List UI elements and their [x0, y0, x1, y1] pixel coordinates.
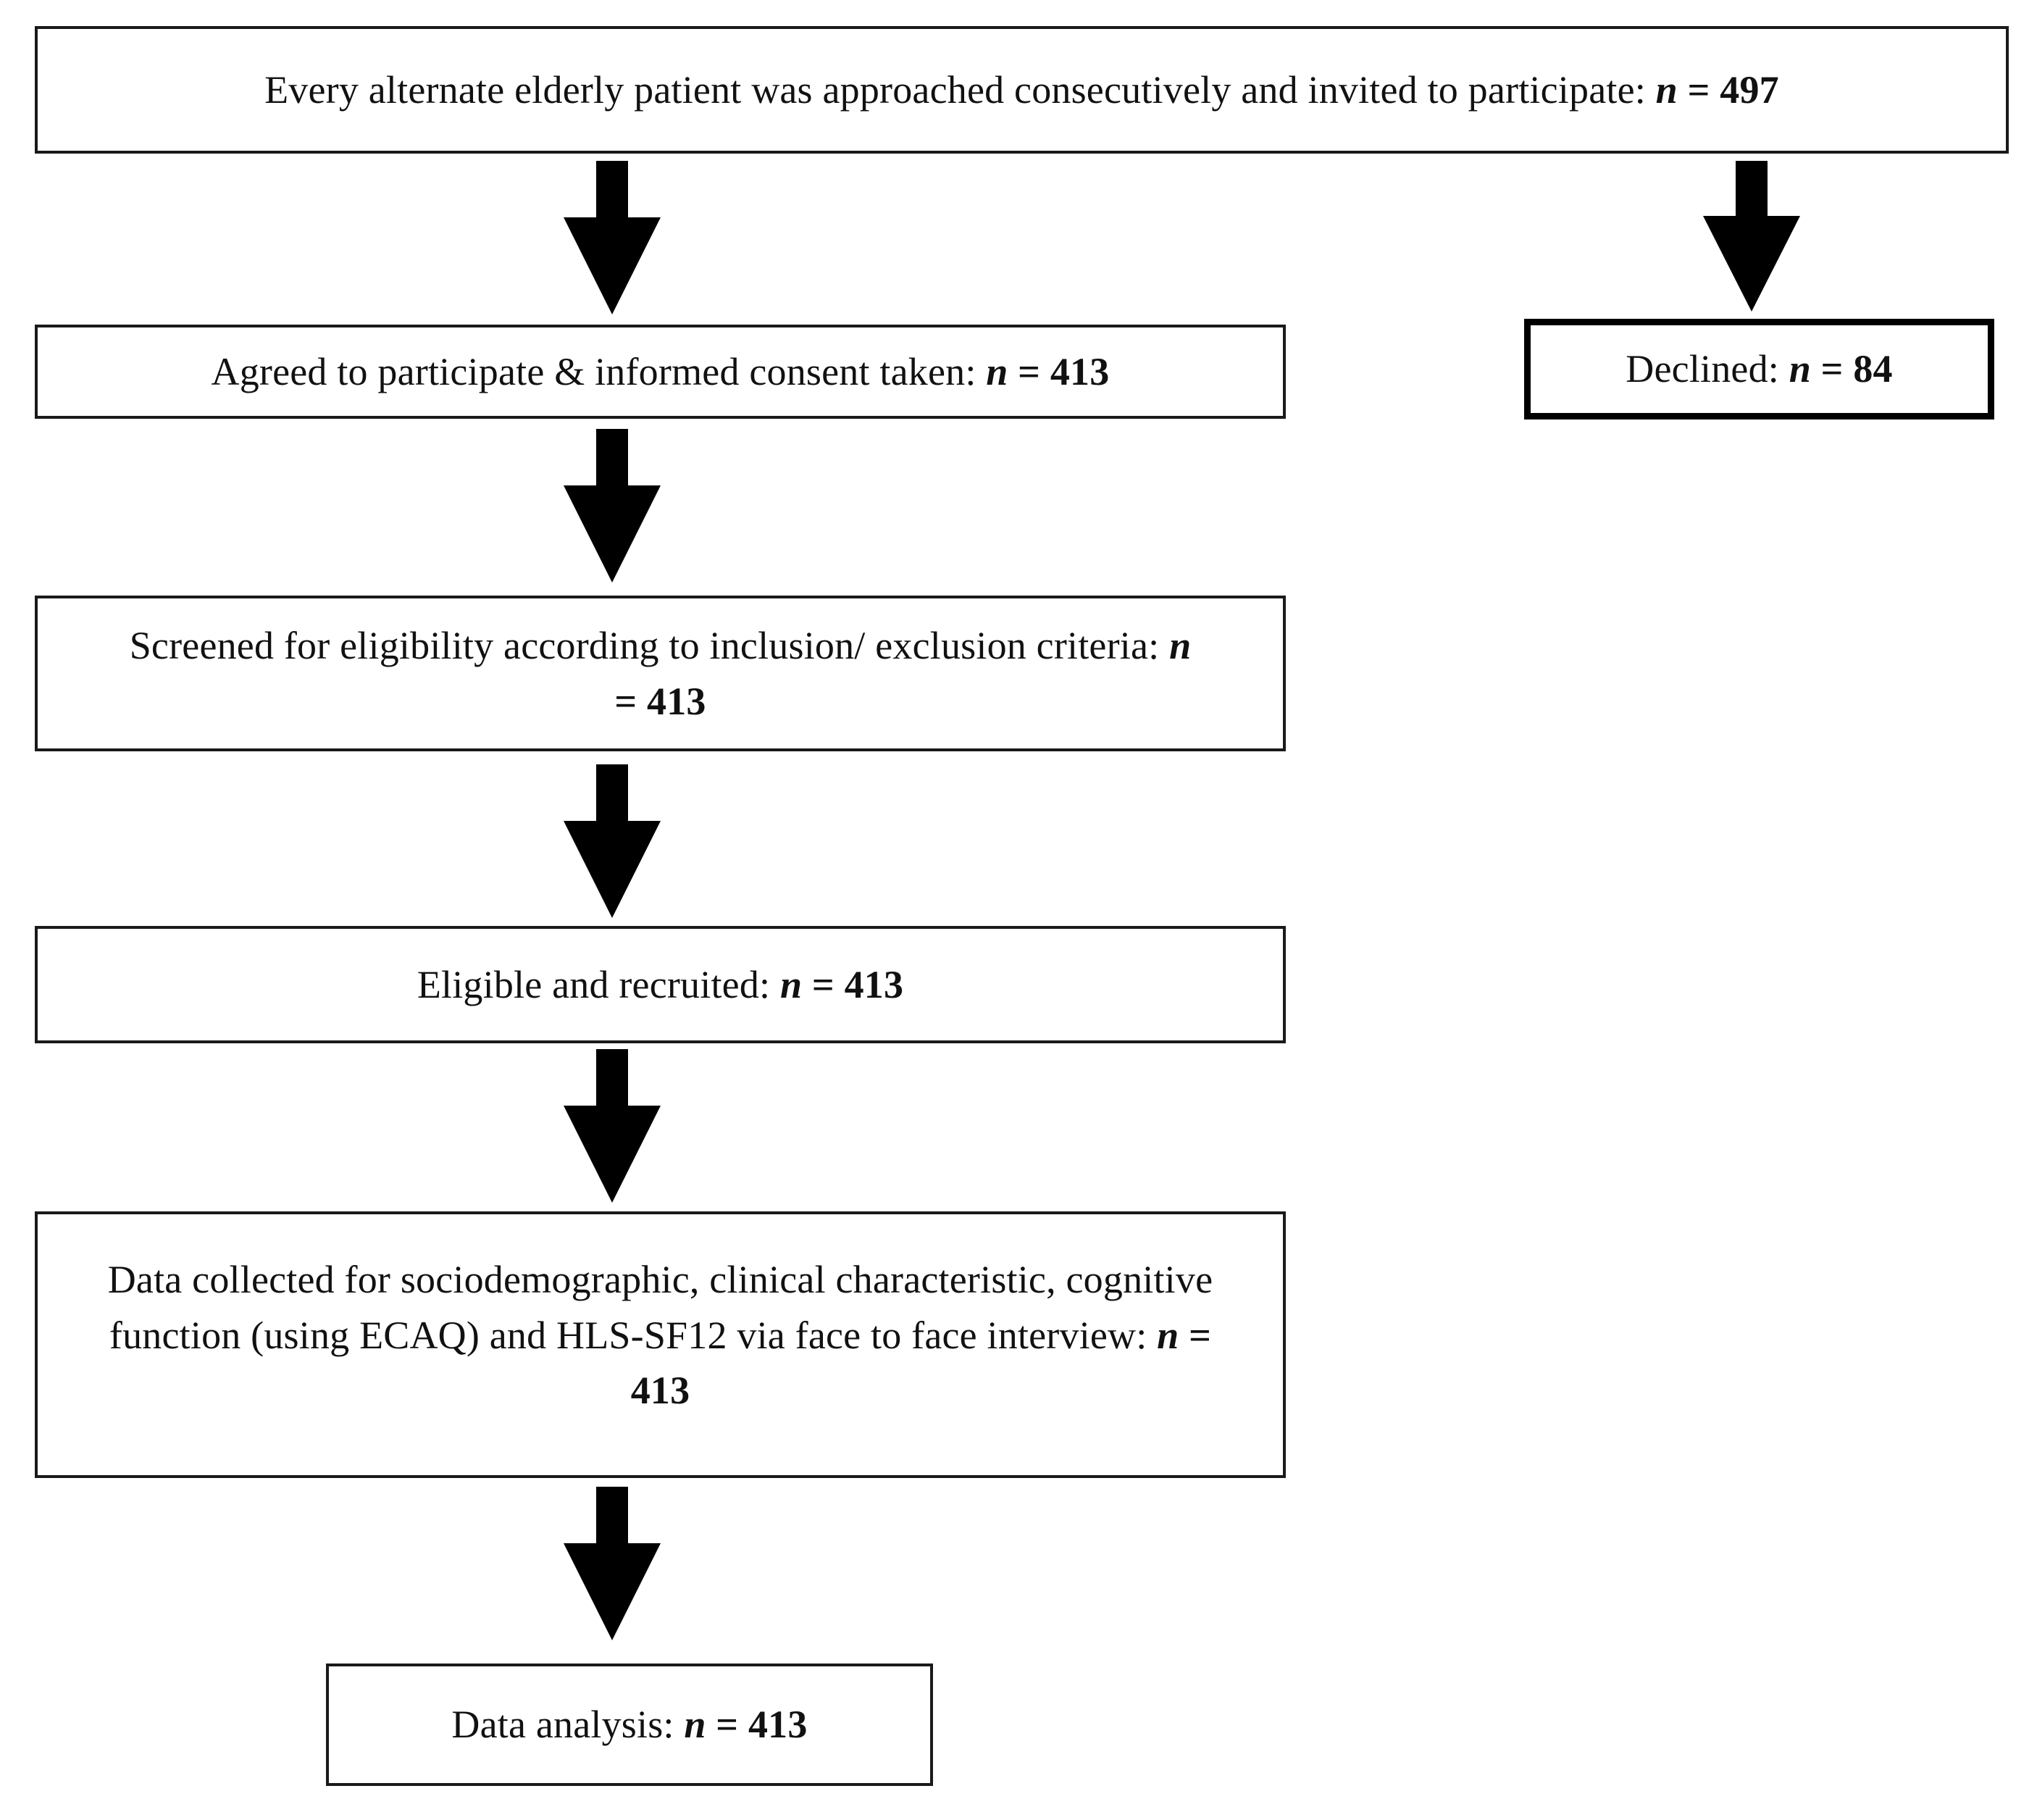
- flow-node-declined-label: Declined: n = 84: [1626, 347, 1893, 391]
- n-equals: =: [706, 1703, 748, 1747]
- flow-node-screened: Screened for eligibility according to in…: [35, 596, 1286, 751]
- flow-node-approached-label: Every alternate elderly patient was appr…: [264, 67, 1779, 112]
- n-symbol: n: [684, 1703, 706, 1747]
- n-value: 413: [748, 1703, 808, 1747]
- n-equals: =: [614, 679, 648, 723]
- n-value: 413: [844, 962, 904, 1006]
- n-value: 413: [1050, 349, 1110, 393]
- flow-node-data-collected-label: Data collected for sociodemographic, cli…: [107, 1258, 1213, 1413]
- down-arrow-icon: [564, 1487, 661, 1640]
- down-arrow-icon: [1703, 161, 1800, 312]
- flow-node-data-analysis-label: Data analysis: n = 413: [451, 1703, 808, 1747]
- connector-eligible-to-data-collected: [564, 1049, 661, 1203]
- flow-node-screened-label: Screened for eligibility according to in…: [129, 623, 1192, 723]
- connector-screened-to-eligible: [564, 764, 661, 918]
- n-equals: =: [1008, 349, 1050, 393]
- n-equals: =: [1810, 347, 1854, 391]
- n-symbol: n: [779, 962, 803, 1006]
- n-equals: =: [1179, 1313, 1212, 1357]
- flow-node-eligible: Eligible and recruited: n = 413: [35, 926, 1286, 1043]
- n-value: 413: [647, 679, 706, 723]
- n-symbol: n: [1655, 67, 1678, 112]
- flow-node-declined: Declined: n = 84: [1524, 319, 1994, 419]
- connector-approached-to-agreed: [564, 161, 661, 314]
- n-equals: =: [802, 962, 845, 1006]
- n-symbol: n: [1157, 1313, 1179, 1357]
- n-value: 497: [1720, 67, 1779, 112]
- n-equals: =: [1677, 67, 1720, 112]
- n-value: 413: [630, 1369, 690, 1413]
- n-symbol: n: [1789, 347, 1811, 391]
- n-value: 84: [1853, 347, 1893, 391]
- flow-node-agreed-label: Agreed to participate & informed consent…: [211, 349, 1110, 393]
- n-symbol: n: [986, 349, 1008, 393]
- down-arrow-icon: [564, 161, 661, 314]
- flow-node-eligible-label: Eligible and recruited: n = 413: [417, 962, 904, 1006]
- flow-node-data-analysis: Data analysis: n = 413: [326, 1664, 933, 1786]
- flow-node-agreed: Agreed to participate & informed consent…: [35, 325, 1286, 419]
- down-arrow-icon: [564, 764, 661, 918]
- flow-node-data-collected: Data collected for sociodemographic, cli…: [35, 1211, 1286, 1478]
- connector-agreed-to-screened: [564, 429, 661, 583]
- down-arrow-icon: [564, 429, 661, 583]
- connector-data-collected-to-data-analysis: [564, 1487, 661, 1640]
- n-symbol: n: [1169, 623, 1192, 667]
- flow-node-approached: Every alternate elderly patient was appr…: [35, 26, 2009, 154]
- down-arrow-icon: [564, 1049, 661, 1203]
- connector-approached-to-declined: [1703, 161, 1800, 312]
